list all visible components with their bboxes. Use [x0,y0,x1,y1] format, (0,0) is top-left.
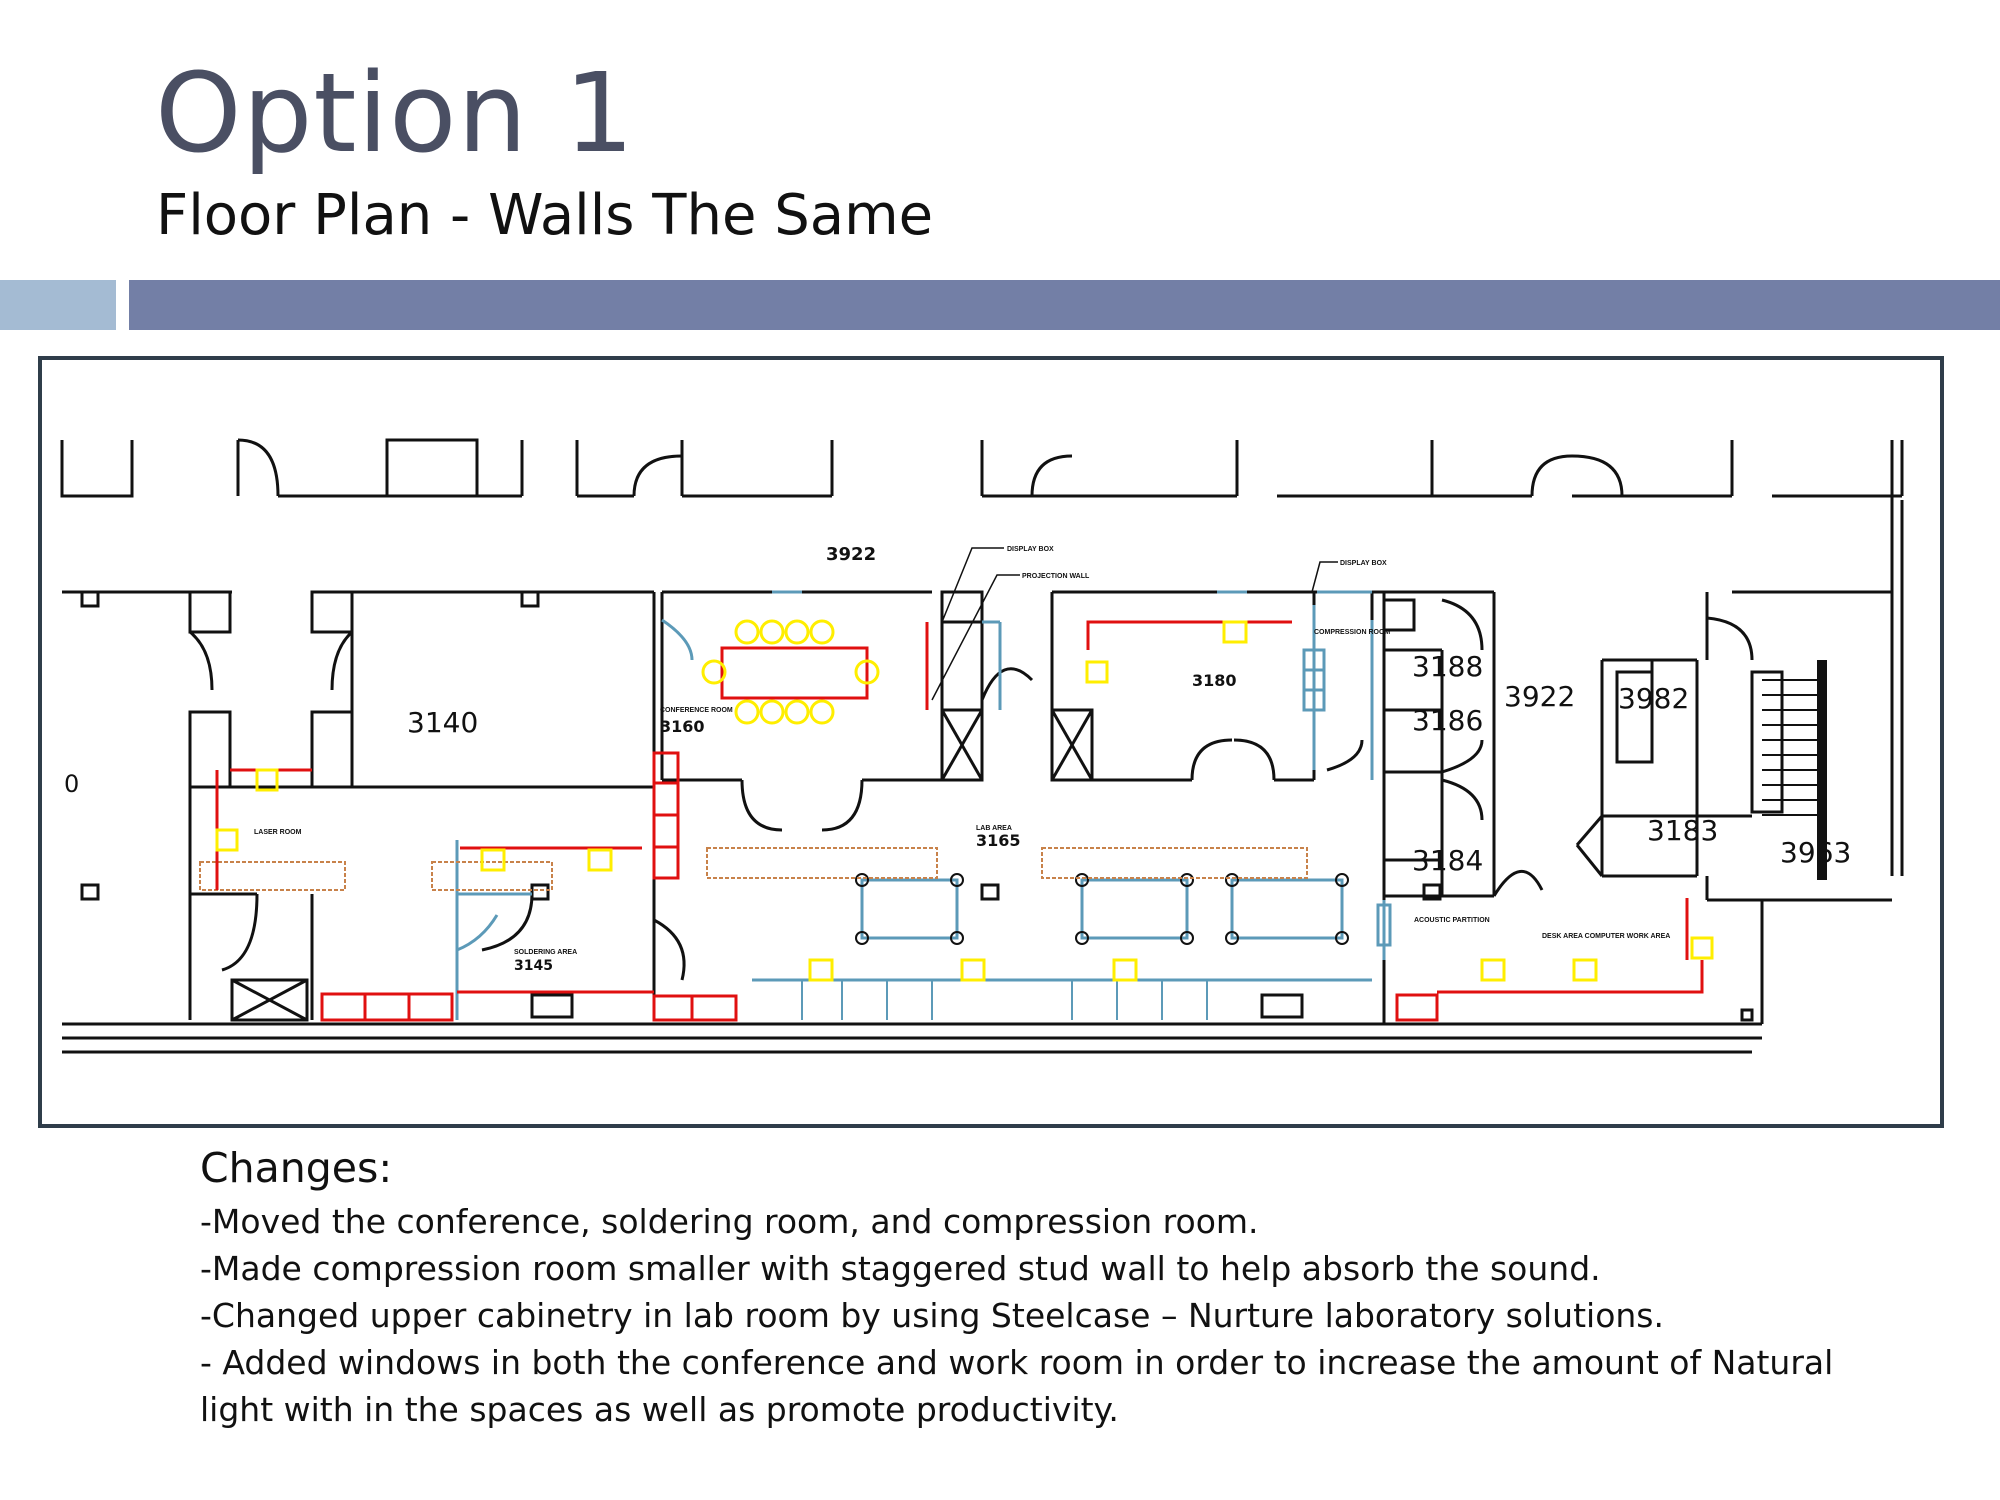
room-3922-corridor: 3922 [826,544,876,565]
floor-plan: 3140 3180 3160 3165 3145 3922 3188 3186 … [60,438,1904,1054]
plan-partitions [455,590,1392,1020]
room-3184: 3184 [1412,844,1483,877]
room-3183: 3183 [1647,814,1718,847]
room-3160: 3160 [660,717,705,736]
slide-title: Option 1 [155,49,636,177]
room-labels: 3140 3180 3160 3165 3145 3922 3188 3186 … [64,544,1851,974]
label-soldering-area: SOLDERING AREA [514,949,577,956]
floor-plan-frame: 3140 3180 3160 3165 3145 3922 3188 3186 … [38,356,1944,1128]
room-3186: 3186 [1412,704,1483,737]
label-display-box-1: DISPLAY BOX [1007,546,1054,553]
room-3922: 3922 [1504,680,1575,713]
label-projection-wall: PROJECTION WALL [1022,573,1090,580]
label-desk-area: DESK AREA COMPUTER WORK AREA [1542,933,1670,940]
accent-bar-light [0,280,116,330]
slide-subtitle: Floor Plan - Walls The Same [156,183,934,248]
accent-bar-dark [129,280,2000,330]
room-3180: 3180 [1192,671,1237,690]
plan-red-elements [215,620,1704,1022]
plan-counters [199,847,1308,891]
room-3982: 3982 [1618,682,1689,715]
room-3145: 3145 [514,958,553,974]
label-conference-room: CONFERENCE ROOM [660,707,733,714]
leader-lines [931,547,1338,701]
room-3165: 3165 [976,831,1021,850]
change-item: -Changed upper cabinetry in lab room by … [200,1296,1664,1336]
label-acoustic-partition: ACOUSTIC PARTITION [1414,917,1490,924]
room-3140: 3140 [407,706,478,739]
change-item: -Made compression room smaller with stag… [200,1249,1601,1289]
change-item: -Moved the conference, soldering room, a… [200,1202,1259,1242]
plan-lights [215,619,1714,982]
annotation-labels: DISPLAY BOX PROJECTION WALL DISPLAY BOX … [254,546,1670,956]
label-lab-area: LAB AREA [976,825,1012,832]
room-3188: 3188 [1412,650,1483,683]
change-item: light with in the spaces as well as prom… [200,1390,1119,1430]
changes-list: -Moved the conference, soldering room, a… [200,1198,1900,1433]
label-laser-room: LASER ROOM [254,829,302,836]
changes-section: Changes: -Moved the conference, solderin… [200,1144,1900,1433]
label-compression-room: COMPRESSION ROOM [1314,629,1390,636]
changes-heading: Changes: [200,1144,393,1192]
room-3963: 3963 [1780,836,1851,869]
label-display-box-2: DISPLAY BOX [1340,560,1387,567]
change-item: - Added windows in both the conference a… [200,1343,1834,1383]
room-0: 0 [64,770,79,798]
